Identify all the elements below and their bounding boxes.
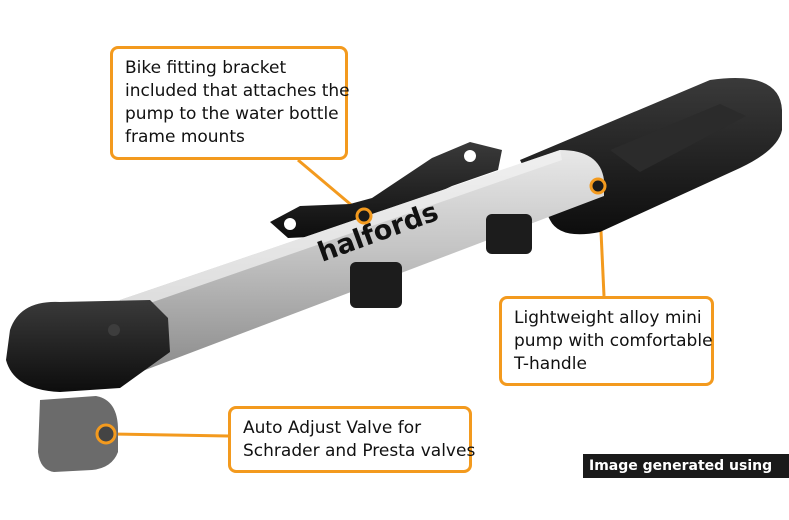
pump-head	[6, 300, 170, 392]
pump-barrel	[108, 150, 604, 372]
grip-pad-1	[350, 262, 402, 308]
callout-bracket: Bike fitting bracket included that attac…	[110, 46, 350, 160]
callout-valve: Auto Adjust Valve for Schrader and Prest…	[228, 406, 476, 473]
callout-pump-line: T-handle	[514, 354, 587, 374]
anchor-bracket	[355, 207, 373, 225]
callout-valve-line: Schrader and Presta valves	[243, 441, 476, 461]
valve-connector	[38, 396, 118, 472]
valve-port	[95, 423, 117, 445]
callout-bracket-line: frame mounts	[125, 127, 245, 147]
callout-pump-line: Lightweight alloy mini	[514, 308, 702, 328]
callout-bracket-line: Bike fitting bracket	[125, 58, 287, 78]
callout-bracket-line: pump to the water bottle	[125, 104, 339, 124]
mounting-bracket	[270, 142, 502, 238]
grip-pad-2	[486, 214, 532, 254]
callout-pump-line: pump with comfortable	[514, 331, 713, 351]
callout-bracket-line: included that attaches the	[125, 81, 350, 101]
connector-valve	[109, 432, 229, 438]
ai-generated-badge: Image generated using AI	[583, 454, 789, 498]
callout-pump: Lightweight alloy mini pump with comfort…	[499, 296, 714, 386]
anchor-pump	[589, 177, 607, 195]
callout-valve-line: Auto Adjust Valve for	[243, 418, 422, 438]
